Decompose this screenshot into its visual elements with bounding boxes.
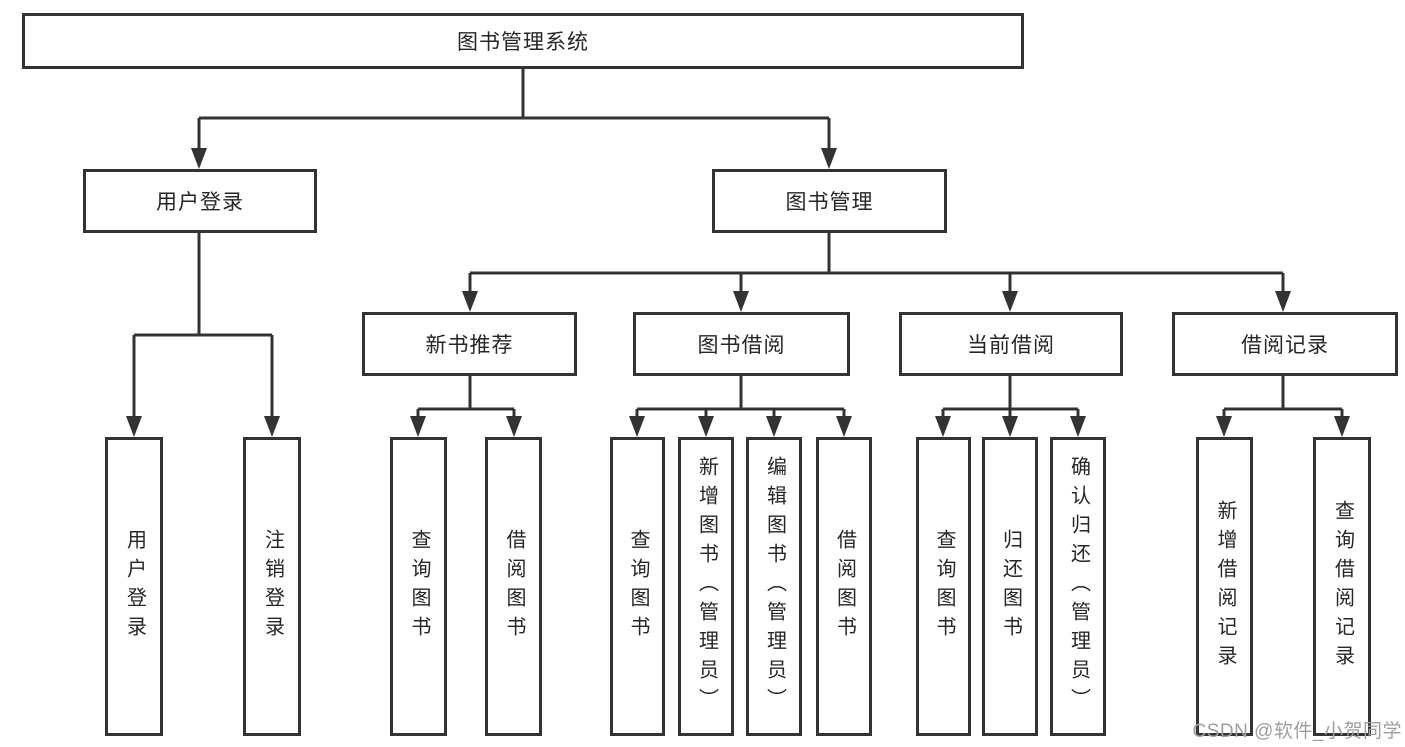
leaf-borrow-books-borrowing-label: 借阅图书	[833, 528, 856, 645]
node-user-login-label: 用户登录	[156, 191, 244, 214]
node-current-borrowing-label: 当前借阅	[967, 334, 1055, 357]
csdn-watermark: CSDN @软件_小贺同学	[1192, 721, 1402, 742]
leaf-borrow-books-borrowing: 借阅图书	[816, 437, 872, 736]
leaf-add-borrow-record: 新增借阅记录	[1196, 437, 1253, 736]
leaf-borrow-books-recommend-label: 借阅图书	[503, 528, 525, 645]
leaf-add-book-admin: 新增图书（管理员）	[678, 437, 734, 736]
node-root-label: 图书管理系统	[457, 31, 589, 54]
leaf-confirm-return-admin-label: 确认归还（管理员）	[1067, 456, 1090, 717]
leaf-query-books-current-label: 查询图书	[933, 528, 955, 645]
leaf-query-borrow-record-label: 查询借阅记录	[1331, 499, 1354, 674]
leaf-query-books-recommend: 查询图书	[390, 437, 447, 736]
node-book-borrowing-label: 图书借阅	[697, 334, 786, 357]
leaf-add-book-admin-label: 新增图书（管理员）	[695, 456, 718, 717]
node-book-borrowing: 图书借阅	[633, 312, 850, 376]
node-root: 图书管理系统	[22, 13, 1024, 69]
node-borrowing-records-label: 借阅记录	[1241, 334, 1329, 357]
node-borrowing-records: 借阅记录	[1172, 312, 1398, 376]
leaf-query-books-recommend-label: 查询图书	[408, 528, 430, 645]
leaf-user-login: 用户登录	[105, 437, 163, 736]
leaf-return-books: 归还图书	[982, 437, 1038, 736]
leaf-add-borrow-record-label: 新增借阅记录	[1214, 499, 1236, 674]
leaf-confirm-return-admin: 确认归还（管理员）	[1050, 437, 1106, 736]
leaf-return-books-label: 归还图书	[999, 528, 1022, 645]
leaf-user-login-label: 用户登录	[123, 528, 146, 645]
leaf-logout: 注销登录	[243, 437, 301, 736]
leaf-query-borrow-record: 查询借阅记录	[1313, 437, 1371, 736]
leaf-logout-label: 注销登录	[261, 528, 284, 645]
node-current-borrowing: 当前借阅	[899, 312, 1123, 376]
node-book-management: 图书管理	[712, 169, 947, 233]
leaf-query-books-current: 查询图书	[916, 437, 971, 736]
node-user-login: 用户登录	[83, 169, 317, 233]
leaf-query-books-borrowing: 查询图书	[610, 437, 665, 736]
leaf-borrow-books-recommend: 借阅图书	[485, 437, 542, 736]
node-new-book-recommendation: 新书推荐	[362, 312, 577, 376]
node-new-book-recommendation-label: 新书推荐	[425, 334, 514, 357]
leaf-edit-book-admin-label: 编辑图书（管理员）	[763, 456, 786, 717]
node-book-management-label: 图书管理	[785, 191, 874, 214]
leaf-query-books-borrowing-label: 查询图书	[627, 528, 649, 645]
leaf-edit-book-admin: 编辑图书（管理员）	[746, 437, 802, 736]
